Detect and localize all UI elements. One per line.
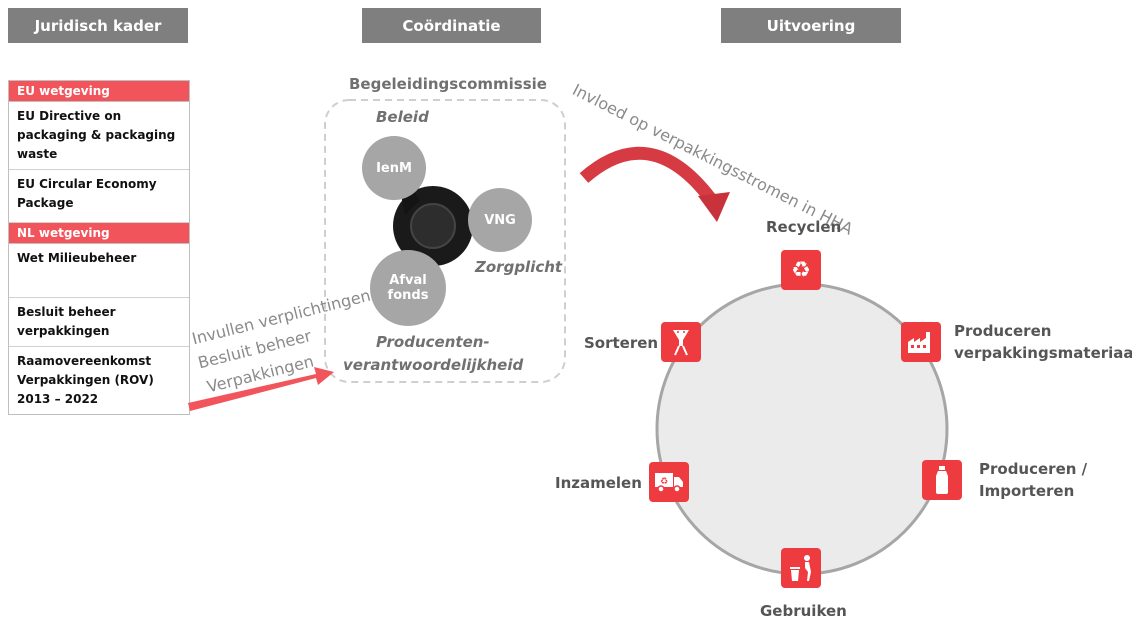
recycle-icon: ♻ [781,250,821,290]
header-execution: Uitvoering [721,8,901,43]
header-coordination: Coördinatie [362,8,541,43]
eu-circular-economy-item: EU Circular Economy Package [9,170,189,223]
truck-icon: ♻ [649,462,689,502]
trash-bin-person-icon [781,548,821,588]
step-gebruiken: Gebruiken [760,602,847,620]
factory-icon [901,322,941,362]
step-sorteren: Sorteren [584,334,659,352]
party-vng: VNG [468,188,532,252]
beleid-label: Beleid [376,108,429,126]
legal-framework-table: EU wetgeving EU Directive on packaging &… [8,80,190,415]
eu-legislation-header: EU wetgeving [9,81,189,102]
svg-text:♻: ♻ [660,477,668,487]
coordination-dashed-box [324,99,566,383]
step-inzamelen: Inzamelen [555,474,642,492]
obligations-arrow [188,367,334,411]
step-produceren-importeren: Produceren / Importeren [979,460,1088,500]
bottle-icon [922,460,962,500]
rov-item: Raamovereenkomst Verpakkingen (ROV) 2013… [17,354,154,406]
party-afval-fonds: Afval fonds [370,250,446,326]
step-produceren-verpakkingsmateriaal: Produceren verpakkingsmateriaal [954,322,1132,362]
wet-milieubeheer-item: Wet Milieubeheer [9,244,189,298]
influence-arrow [579,146,716,202]
party-ienm: IenM [362,136,426,200]
begeleidingscommissie-title: Begeleidingscommissie [349,75,547,93]
step-recyclen: Recyclen [766,218,842,236]
zorgplicht-label: Zorgplicht [475,258,563,276]
eu-directive-item: EU Directive on packaging & packaging wa… [9,102,189,170]
funnel-icon [661,322,701,362]
nl-legislation-header: NL wetgeving [9,223,189,244]
producer-responsibility-label-2: verantwoordelijkheid [343,356,524,374]
producer-responsibility-label-1: Producenten- [376,333,490,351]
influence-arrowhead [698,192,730,222]
besluit-beheer-item: Besluit beheer verpakkingen [9,298,189,347]
header-legal: Juridisch kader [8,8,188,43]
